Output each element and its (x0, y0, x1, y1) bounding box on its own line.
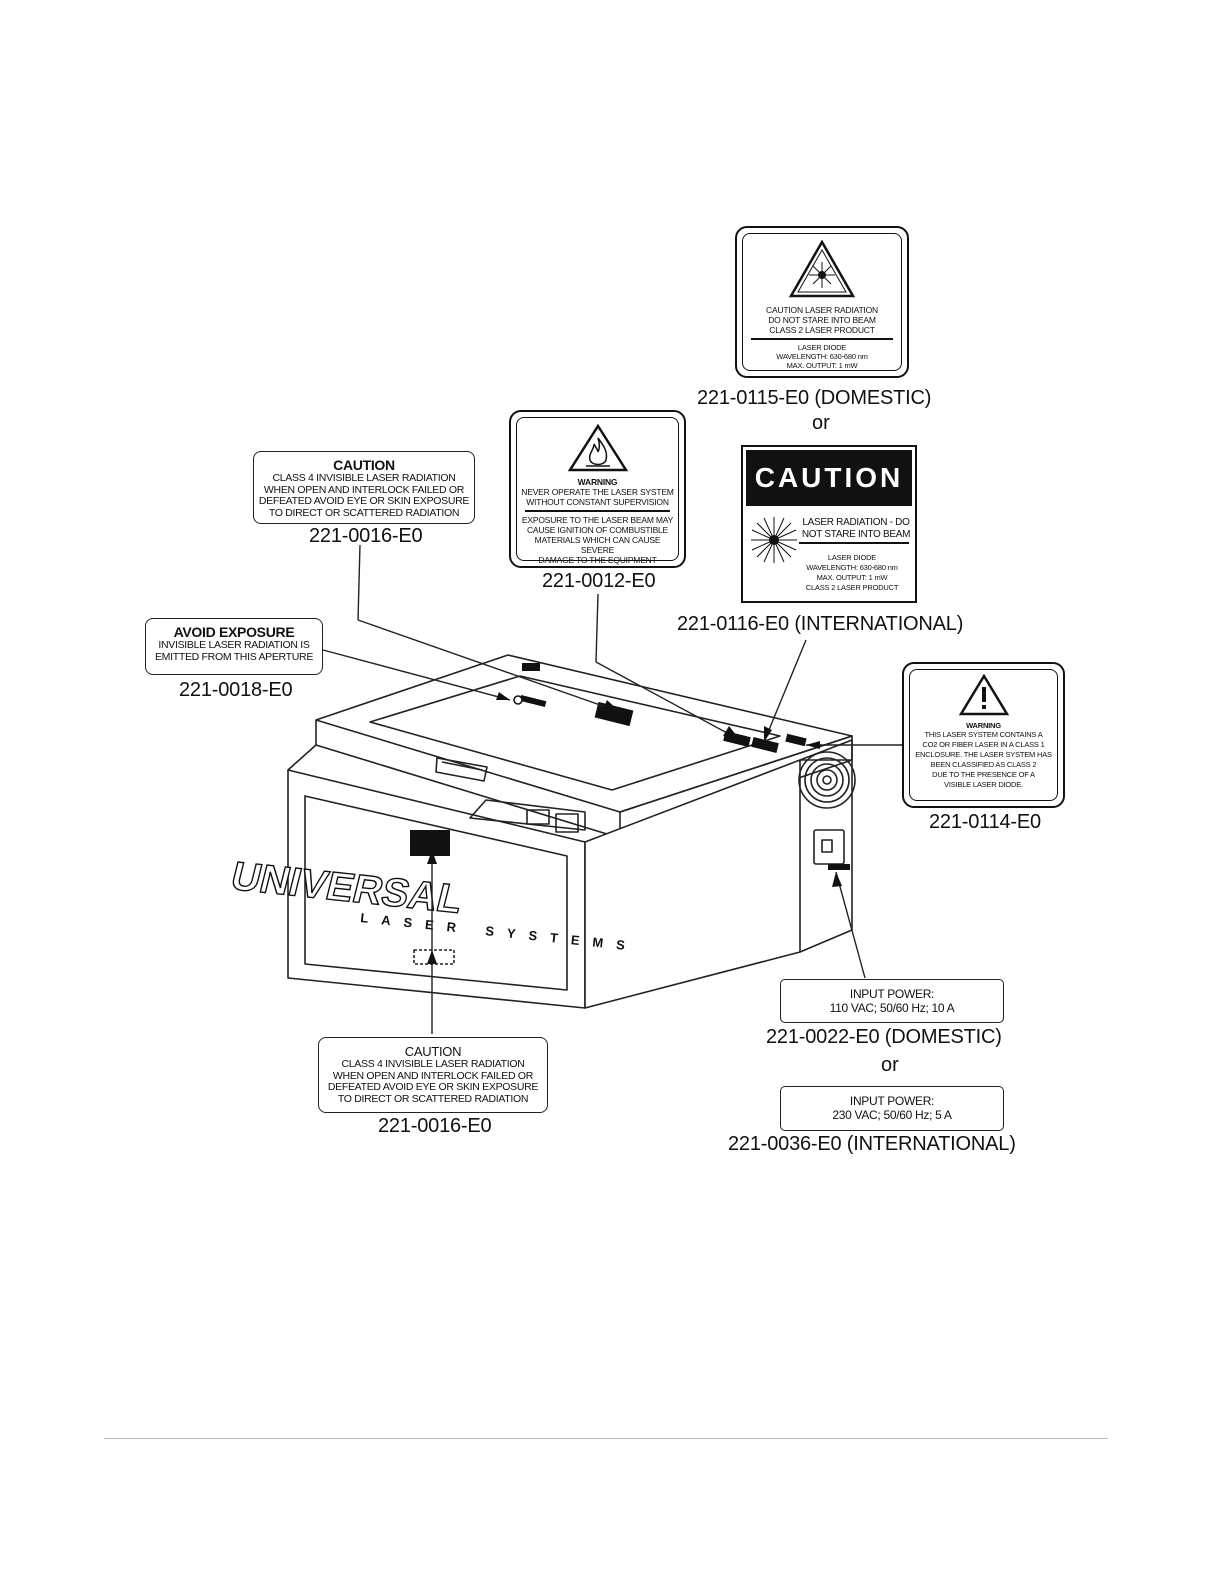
label-0114-line: THIS LASER SYSTEM CONTAINS A (924, 730, 1043, 739)
label-0116-line: NOT STARE INTO BEAM (801, 528, 911, 540)
label-0016-line: TO DIRECT OR SCATTERED RADIATION (268, 506, 460, 519)
or-text: or (881, 1054, 899, 1076)
label-0012-line: EXPOSURE TO THE LASER BEAM MAY (521, 515, 674, 525)
machine-label-0016-front (410, 830, 450, 856)
machine-label-0115 (751, 737, 779, 753)
label-0116-line: WAVELENGTH: 630-680 nm (806, 563, 898, 572)
label-0016-title: CAUTION (404, 1044, 462, 1059)
power-inlet (813, 829, 845, 865)
label-0116-line: LASER DIODE (827, 553, 877, 562)
label-0114-line: DUE TO THE PRESENCE OF A (932, 770, 1035, 779)
label-0016-line: WHEN OPEN AND INTERLOCK FAILED OR (263, 483, 465, 496)
label-0115-line: CLASS 2 LASER PRODUCT (769, 325, 875, 335)
label-0036-line: 230 VAC; 50/60 Hz; 5 A (832, 1108, 952, 1122)
exhaust-fan (798, 751, 856, 809)
label-0018-line: EMITTED FROM THIS APERTURE (154, 650, 314, 663)
label-221-0022-e0: INPUT POWER: 110 VAC; 50/60 Hz; 10 A (780, 979, 1004, 1023)
label-0012-line: NEVER OPERATE THE LASER SYSTEM (521, 487, 674, 497)
label-221-0114-e0: WARNING THIS LASER SYSTEM CONTAINS A CO2… (902, 662, 1065, 808)
label-0018-line: INVISIBLE LASER RADIATION IS (158, 639, 310, 651)
machine-side-panel (799, 739, 853, 953)
label-0022-line: 110 VAC; 50/60 Hz; 10 A (829, 1001, 955, 1015)
part-number-0022: 221-0022-E0 (DOMESTIC) (766, 1026, 1002, 1048)
label-0012-line: CAUSE IGNITION OF COMBUSTIBLE (526, 525, 669, 535)
part-number-0116: 221-0116-E0 (INTERNATIONAL) (677, 613, 964, 635)
label-0016-title: CAUTION (333, 457, 395, 473)
label-0012-line: WITHOUT CONSTANT SUPERVISION (526, 497, 669, 507)
footer-divider (104, 1438, 1108, 1439)
part-number-0036: 221-0036-E0 (INTERNATIONAL) (728, 1133, 1016, 1155)
label-0116-line: LASER RADIATION - DO (802, 517, 910, 528)
label-0016-line: DEFEATED AVOID EYE OR SKIN EXPOSURE (327, 1081, 539, 1093)
machine-label-0114 (785, 733, 807, 747)
leader-0022 (835, 871, 866, 979)
label-0016-line: WHEN OPEN AND INTERLOCK FAILED OR (332, 1069, 534, 1082)
label-0016-line: CLASS 4 INVISIBLE LASER RADIATION (272, 472, 456, 484)
label-0016-line: CLASS 4 INVISIBLE LASER RADIATION (341, 1058, 525, 1070)
label-0115-line: LASER DIODE (797, 343, 847, 352)
label-0012-line: DAMAGE TO THE EQUIPMENT (538, 555, 657, 565)
warning-exclamation-icon (958, 673, 1009, 716)
machine-label-0018 (519, 694, 547, 708)
label-0116-line: MAX. OUTPUT: 1 mW (816, 573, 888, 582)
machine-handle (435, 757, 488, 782)
part-number-0016-top: 221-0016-E0 (309, 525, 423, 547)
leader-0116 (763, 639, 807, 743)
or-text: or (812, 412, 830, 434)
leader-0018 (322, 649, 511, 701)
label-0114-line: ENCLOSURE. THE LASER SYSTEM HAS (915, 750, 1052, 759)
label-0114-line: BEEN CLASSIFIED AS CLASS 2 (930, 760, 1037, 769)
part-number-0018: 221-0018-E0 (179, 679, 293, 701)
label-0116-header: CAUTION (746, 450, 912, 506)
laser-starburst-icon (751, 517, 797, 563)
label-0012-line: MATERIALS WHICH CAN CAUSE SEVERE (534, 535, 661, 555)
label-0114-line: VISIBLE LASER DIODE. (944, 780, 1023, 789)
part-number-0012: 221-0012-E0 (542, 570, 656, 592)
label-0018-title: AVOID EXPOSURE (173, 624, 295, 640)
label-0115-line: MAX. OUTPUT: 1 mW (786, 361, 858, 370)
label-0115-line: WAVELENGTH: 630-680 nm (776, 352, 868, 361)
label-221-0116-e0: CAUTION LASER RADIATION - DO NOT STARE I… (741, 445, 917, 603)
label-0016-line: TO DIRECT OR SCATTERED RADIATION (337, 1092, 529, 1105)
label-221-0016-e0-bottom: CAUTION CLASS 4 INVISIBLE LASER RADIATIO… (318, 1037, 548, 1113)
label-0012-title: WARNING (577, 477, 618, 487)
leader-0016-top (357, 544, 361, 621)
leader-0012 (595, 593, 599, 663)
label-221-0012-e0: WARNING NEVER OPERATE THE LASER SYSTEM W… (509, 410, 686, 568)
label-221-0115-e0: CAUTION LASER RADIATION DO NOT STARE INT… (735, 226, 909, 378)
label-221-0016-e0-top: CAUTION CLASS 4 INVISIBLE LASER RADIATIO… (253, 451, 475, 524)
machine-control-panel (469, 799, 586, 831)
laser-hazard-icon (788, 239, 856, 298)
label-0116-line: CLASS 2 LASER PRODUCT (805, 583, 899, 592)
label-0115-line: DO NOT STARE INTO BEAM (768, 315, 876, 325)
machine-label-0022 (828, 864, 850, 870)
label-0022-line: INPUT POWER: (849, 987, 935, 1001)
part-number-0115: 221-0115-E0 (DOMESTIC) (697, 387, 932, 409)
label-0114-line: CO2 OR FIBER LASER IN A CLASS 1 (922, 740, 1045, 749)
part-number-0016-bottom: 221-0016-E0 (378, 1115, 492, 1137)
label-221-0018-e0: AVOID EXPOSURE INVISIBLE LASER RADIATION… (145, 618, 323, 675)
label-0016-line: DEFEATED AVOID EYE OR SKIN EXPOSURE (258, 495, 470, 507)
label-221-0036-e0: INPUT POWER: 230 VAC; 50/60 Hz; 5 A (780, 1086, 1004, 1131)
fire-hazard-icon (567, 423, 628, 472)
machine-lid-inner (369, 675, 781, 791)
label-0036-line: INPUT POWER: (849, 1094, 935, 1108)
machine-front-door (304, 795, 568, 991)
machine-lid-front (315, 720, 621, 839)
label-0115-line: CAUTION LASER RADIATION (766, 305, 878, 315)
label-0114-title: WARNING (966, 721, 1001, 730)
part-number-0114: 221-0114-E0 (929, 811, 1041, 833)
